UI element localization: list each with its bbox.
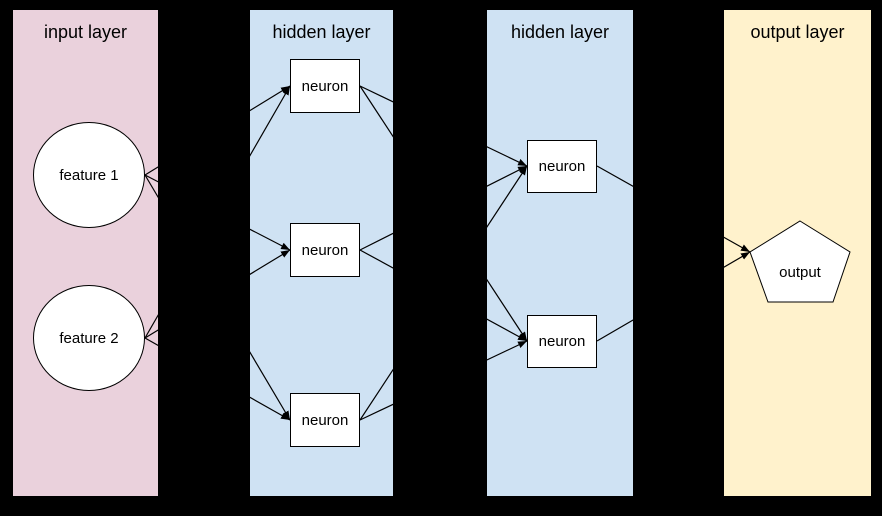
hidden2-neuron-1-node: neuron — [527, 139, 597, 193]
layer-title: output layer — [750, 22, 845, 42]
layer-title: hidden layer — [510, 22, 610, 42]
hidden1-neuron-3-node: neuron — [290, 393, 360, 447]
layer-title: input layer — [43, 22, 128, 42]
layer-input: input layer — [13, 10, 158, 496]
layer-hidden-2: hidden layer — [487, 10, 633, 496]
neuron-label: neuron — [301, 77, 349, 95]
feature-1-label: feature 1 — [59, 166, 119, 184]
neuron-label: neuron — [301, 411, 349, 429]
layer-title: hidden layer — [272, 22, 371, 42]
feature-2-node: feature 2 — [33, 285, 145, 391]
feature-2-label: feature 2 — [59, 329, 119, 347]
neuron-label: neuron — [301, 241, 349, 259]
hidden2-neuron-2-node: neuron — [527, 314, 597, 368]
layer-output: output layer — [724, 10, 871, 496]
hidden1-neuron-1-node: neuron — [290, 59, 360, 113]
hidden1-neuron-2-node: neuron — [290, 223, 360, 277]
feature-1-node: feature 1 — [33, 122, 145, 228]
neuron-label: neuron — [538, 332, 586, 350]
neuron-label: neuron — [538, 157, 586, 175]
